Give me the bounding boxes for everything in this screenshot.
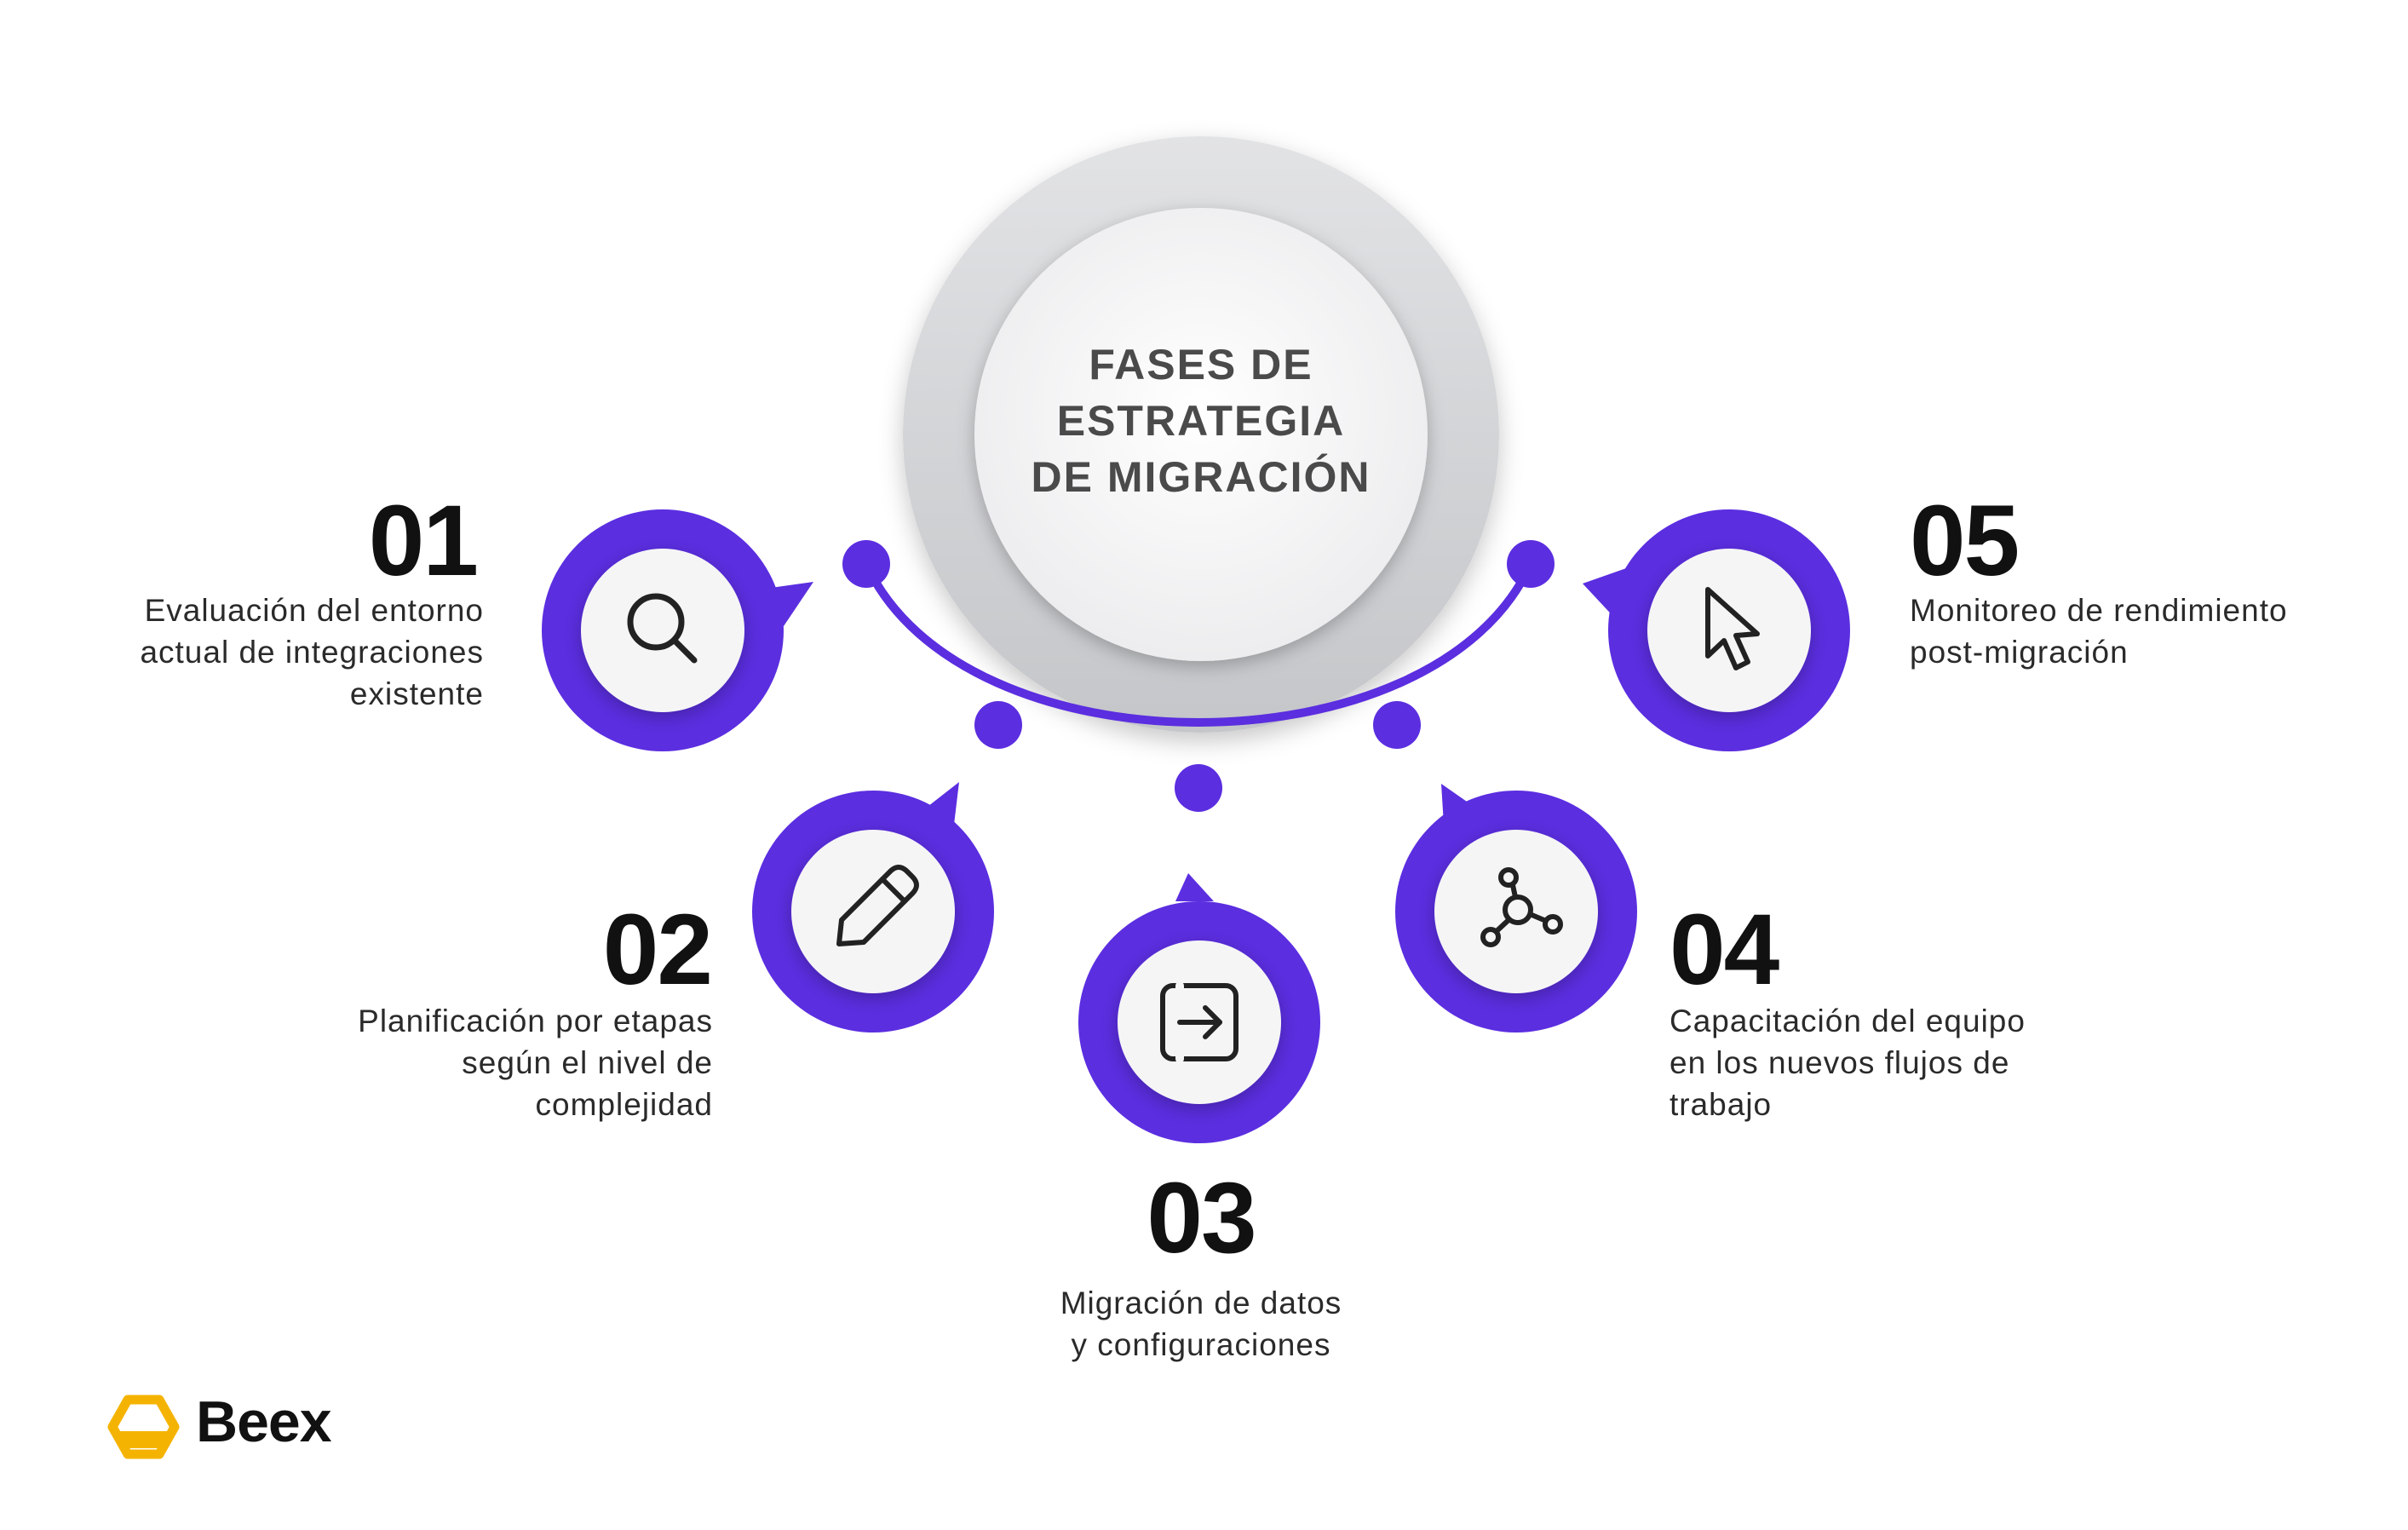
phase-04-bubble [1395, 784, 1637, 1032]
phase-01-bubble [542, 509, 813, 751]
cursor-pointer-icon [1705, 587, 1760, 670]
connector-arc [862, 560, 1535, 727]
phase-02-bubble [752, 782, 994, 1032]
hexagon-logo-icon [107, 1395, 180, 1459]
phase-02-number: 02 [602, 894, 713, 1006]
login-arrow-icon [1160, 981, 1238, 1063]
phase-02-description: Planificación por etapas según el nivel … [358, 1004, 713, 1122]
arc-node [1507, 540, 1555, 588]
title-line: ESTRATEGIA [1056, 397, 1346, 445]
brand-logo: Beex [186, 1389, 332, 1455]
arc-node [1373, 701, 1421, 749]
title-line: FASES DE [1089, 341, 1313, 388]
arc-node [1175, 764, 1222, 812]
search-icon [627, 593, 698, 664]
arc-node [842, 540, 890, 588]
phase-03-description: Migración de datos y configuraciones [1060, 1286, 1342, 1362]
diagram-title: FASES DE ESTRATEGIA DE MIGRACIÓN [1014, 336, 1388, 505]
arc-node [974, 701, 1022, 749]
phase-05-number: 05 [1910, 485, 2020, 597]
phase-04-number: 04 [1670, 894, 1779, 1006]
phase-03-bubble [1078, 873, 1320, 1143]
brand-name: Beex [196, 1389, 332, 1454]
phase-05-bubble [1583, 509, 1850, 751]
phase-04-description: Capacitación del equipo en los nuevos fl… [1670, 1004, 2026, 1122]
center-disc [974, 208, 1428, 661]
phase-03-number: 03 [1147, 1162, 1256, 1274]
phase-01-description: Evaluación del entorno actual de integra… [140, 593, 484, 711]
phase-05-description: Monitoreo de rendimiento post-migración [1910, 593, 2288, 670]
phase-01-number: 01 [368, 485, 479, 597]
network-nodes-icon [1480, 867, 1563, 947]
pencil-icon [836, 865, 919, 946]
title-line: DE MIGRACIÓN [1031, 453, 1371, 501]
